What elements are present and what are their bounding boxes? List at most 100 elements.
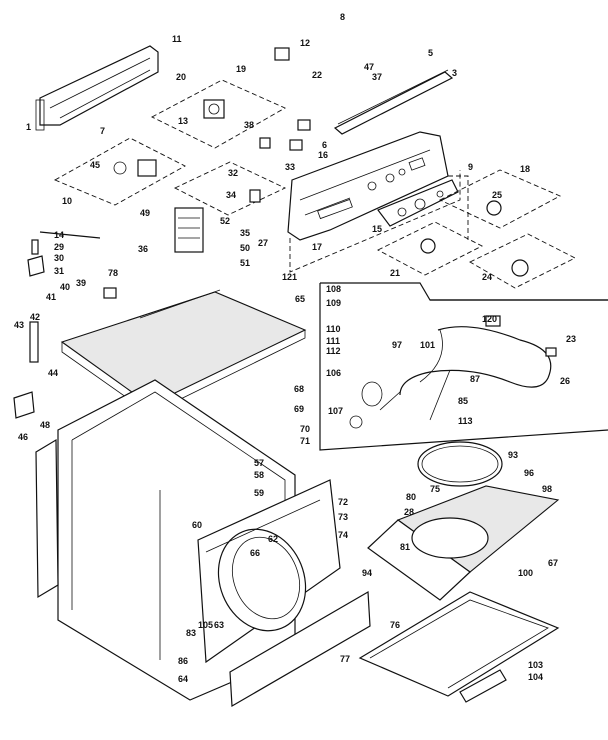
callout-68: 68 [294, 384, 304, 394]
knob-boxes [377, 169, 576, 289]
callout-20: 20 [176, 72, 186, 82]
callout-14: 14 [54, 230, 64, 240]
callout-45: 45 [90, 160, 100, 170]
callout-87: 87 [470, 374, 480, 384]
callout-21: 21 [390, 268, 400, 278]
callout-83: 83 [186, 628, 196, 638]
callout-65: 65 [295, 294, 305, 304]
seal-ring [417, 441, 503, 487]
callout-41: 41 [46, 292, 56, 302]
cabinet-top [60, 289, 307, 415]
callout-113: 113 [458, 416, 473, 426]
callout-24: 24 [482, 272, 492, 282]
callout-81: 81 [400, 542, 410, 552]
callout-29: 29 [54, 242, 64, 252]
callout-111: 111 [326, 336, 340, 346]
callout-46: 46 [18, 432, 28, 442]
callout-105: 105 [198, 620, 213, 630]
small-parts [13, 47, 311, 419]
callout-50: 50 [240, 243, 250, 253]
callout-28: 28 [404, 507, 414, 517]
callout-70: 70 [300, 424, 310, 434]
callout-11: 11 [172, 34, 182, 44]
callout-96: 96 [524, 468, 534, 478]
callout-73: 73 [338, 512, 348, 522]
callout-34: 34 [226, 190, 236, 200]
callout-62: 62 [268, 534, 278, 544]
console-rear-panel [377, 179, 459, 227]
callout-109: 109 [326, 298, 341, 308]
callout-57: 57 [254, 458, 264, 468]
bracket-box [173, 161, 287, 216]
callout-67: 67 [548, 558, 558, 568]
callout-120: 120 [482, 314, 497, 324]
callout-78: 78 [108, 268, 118, 278]
lid [358, 591, 560, 703]
callout-44: 44 [48, 368, 58, 378]
callout-13: 13 [178, 116, 188, 126]
callout-40: 40 [60, 282, 70, 292]
callout-15: 15 [372, 224, 382, 234]
callout-85: 85 [458, 396, 468, 406]
front-panel [197, 479, 341, 664]
callout-23: 23 [566, 334, 576, 344]
top-bracket [35, 45, 159, 131]
callout-77: 77 [340, 654, 350, 664]
callout-108: 108 [326, 284, 341, 294]
callout-6: 6 [322, 140, 327, 150]
callout-43: 43 [14, 320, 24, 330]
callout-35: 35 [240, 228, 250, 238]
callout-17: 17 [312, 242, 322, 252]
callout-58: 58 [254, 470, 264, 480]
callout-30: 30 [54, 253, 64, 263]
callout-98: 98 [542, 484, 552, 494]
callout-72: 72 [338, 497, 348, 507]
console-backguard [287, 131, 449, 241]
callout-16: 16 [318, 150, 328, 160]
callout-121: 121 [282, 272, 297, 282]
callout-60: 60 [192, 520, 202, 530]
callout-12: 12 [300, 38, 310, 48]
relay-bracket [174, 207, 204, 253]
callout-39: 39 [76, 278, 86, 288]
callout-9: 9 [468, 162, 473, 172]
console-rail [333, 69, 454, 135]
callout-86: 86 [178, 656, 188, 666]
callout-110: 110 [326, 324, 341, 334]
callout-8: 8 [340, 12, 345, 22]
top-cover [367, 485, 560, 601]
callout-80: 80 [406, 492, 416, 502]
side-panel [35, 438, 59, 599]
callout-52: 52 [220, 216, 230, 226]
callout-33: 33 [285, 162, 295, 172]
callout-93: 93 [508, 450, 518, 460]
callout-59: 59 [254, 488, 264, 498]
callout-112: 112 [326, 346, 341, 356]
callout-75: 75 [430, 484, 440, 494]
timer-assembly-box [151, 79, 286, 149]
toe-panel [229, 590, 371, 708]
callout-71: 71 [300, 436, 310, 446]
callout-100: 100 [518, 568, 533, 578]
callout-38: 38 [244, 120, 254, 130]
callout-101: 101 [420, 340, 435, 350]
callout-49: 49 [140, 208, 150, 218]
callout-3: 3 [452, 68, 457, 78]
callout-26: 26 [560, 376, 570, 386]
callout-27: 27 [258, 238, 268, 248]
callout-76: 76 [390, 620, 400, 630]
callout-37: 37 [372, 72, 382, 82]
callout-42: 42 [30, 312, 40, 322]
callout-25: 25 [492, 190, 502, 200]
callout-107: 107 [328, 406, 343, 416]
callout-7: 7 [100, 126, 105, 136]
callout-74: 74 [338, 530, 348, 540]
callout-51: 51 [240, 258, 250, 268]
callout-66: 66 [250, 548, 260, 558]
callout-18: 18 [520, 164, 530, 174]
callout-97: 97 [392, 340, 402, 350]
callout-36: 36 [138, 244, 148, 254]
wiring-inset [319, 282, 608, 451]
